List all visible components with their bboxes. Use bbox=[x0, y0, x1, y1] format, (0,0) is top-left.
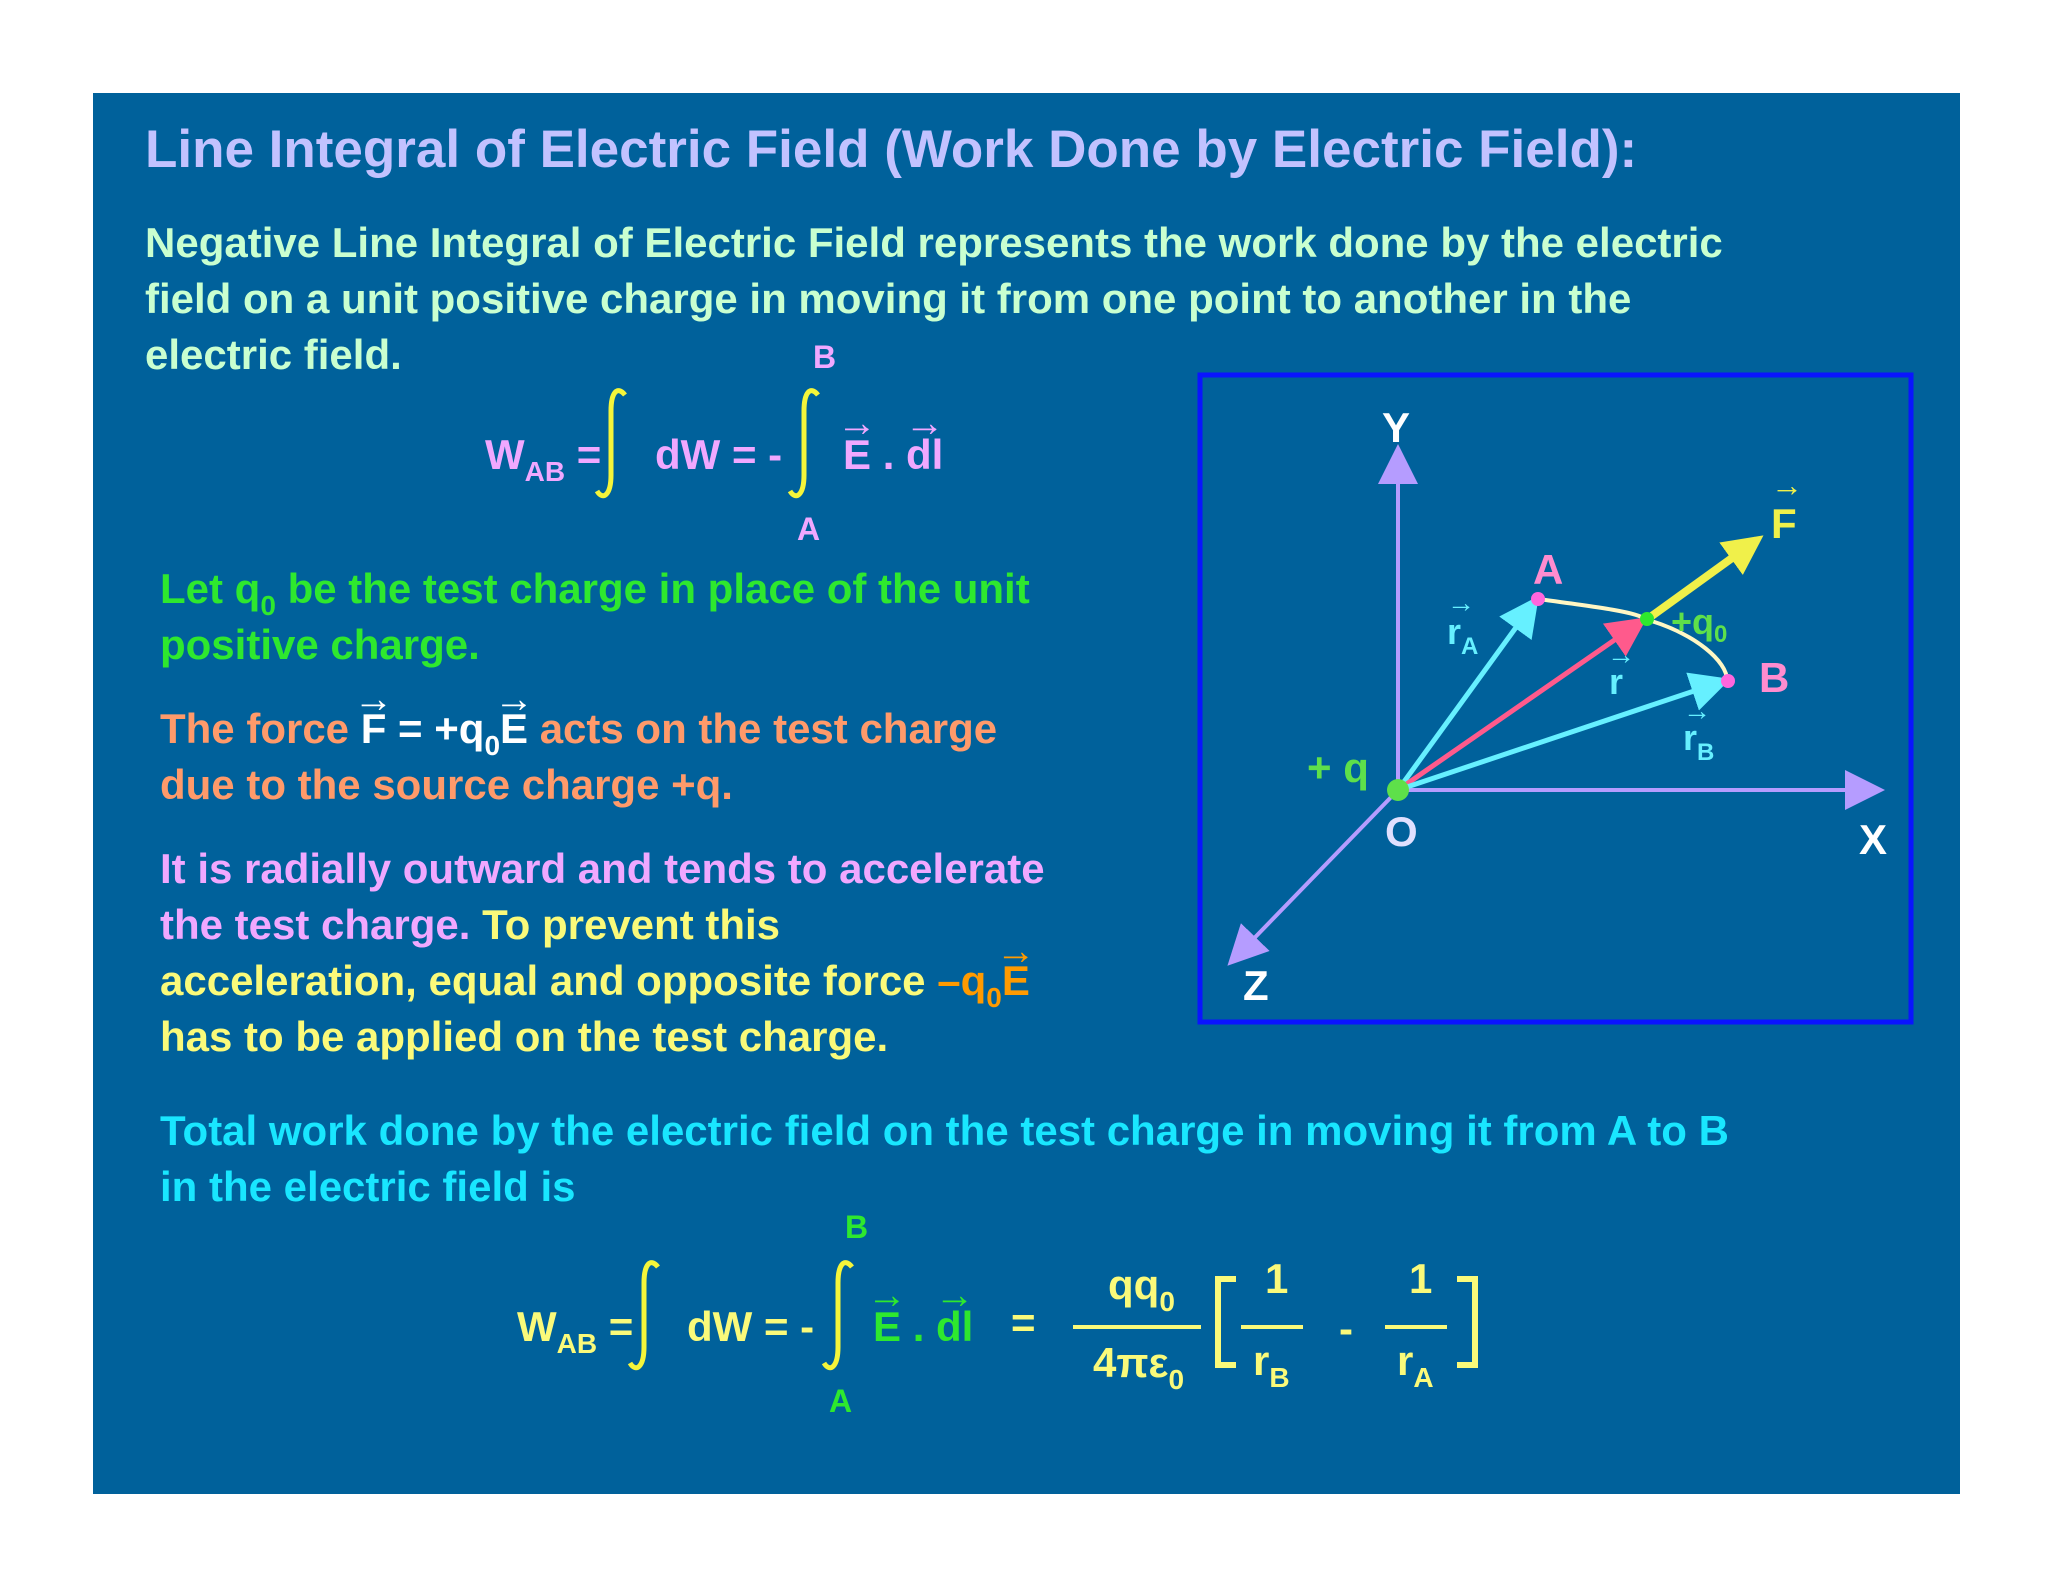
eq2-numerator: qq0 bbox=[1108, 1261, 1175, 1317]
slide-title: Line Integral of Electric Field (Work Do… bbox=[145, 120, 1638, 179]
eq1-upper-limit: B bbox=[813, 339, 837, 375]
label-origin: O bbox=[1385, 808, 1418, 855]
test-charge-dot bbox=[1640, 612, 1654, 626]
eq2-equals: = bbox=[608, 1303, 634, 1350]
source-charge-dot bbox=[1387, 779, 1409, 801]
eq2-integral-sign-1 bbox=[627, 1260, 660, 1371]
opposite-force-vector-e: E bbox=[1002, 953, 1030, 1009]
point-b bbox=[1721, 674, 1735, 688]
label-source-charge: + q bbox=[1307, 744, 1369, 791]
vector-rb bbox=[1397, 672, 1731, 793]
label-ra: rA bbox=[1447, 611, 1478, 660]
label-point-b: B bbox=[1759, 654, 1789, 701]
label-x: X bbox=[1859, 816, 1887, 863]
eq2-lower-limit: A bbox=[829, 1383, 853, 1419]
eq2-w-sub: AB bbox=[556, 1328, 598, 1359]
label-r: r bbox=[1609, 661, 1623, 702]
eq2-one-b: 1 bbox=[1409, 1255, 1433, 1302]
radial-line-3: acceleration, equal and opposite force –… bbox=[160, 953, 1030, 1014]
label-z: Z bbox=[1243, 962, 1269, 1009]
eq2-right-bracket bbox=[1457, 1276, 1478, 1368]
eq1-integral-sign-1 bbox=[594, 388, 627, 499]
eq2-w: W bbox=[517, 1303, 557, 1350]
eq1-w: W bbox=[485, 431, 525, 478]
eq2-ra: rA bbox=[1397, 1337, 1434, 1393]
intro-line-2: field on a unit positive charge in movin… bbox=[145, 275, 1632, 322]
eq2-equals-2: = bbox=[1011, 1299, 1036, 1346]
force-vector-f: F bbox=[361, 701, 387, 757]
eq1-vector-e: E bbox=[843, 431, 871, 479]
test-charge-line-2: positive charge. bbox=[160, 621, 480, 668]
slide: Line Integral of Electric Field (Work Do… bbox=[93, 93, 1960, 1494]
radial-line-1: It is radially outward and tends to acce… bbox=[160, 845, 1045, 892]
eq1-dw: dW = - bbox=[655, 431, 783, 478]
eq2-left-bracket bbox=[1215, 1276, 1236, 1368]
label-rb: rB bbox=[1683, 717, 1714, 766]
eq2-fraction-bar-3 bbox=[1385, 1325, 1447, 1329]
eq2-upper-limit: B bbox=[845, 1209, 869, 1245]
intro-line-1: Negative Line Integral of Electric Field… bbox=[145, 219, 1723, 266]
eq2-integral-sign-2 bbox=[821, 1260, 854, 1371]
force-line-1: The force F = +q0E acts on the test char… bbox=[160, 701, 997, 762]
label-test-charge: +q0 bbox=[1671, 601, 1727, 648]
total-work-line-1: Total work done by the electric field on… bbox=[160, 1107, 1729, 1154]
z-axis bbox=[1227, 788, 1400, 966]
eq1-integral-sign-2 bbox=[787, 388, 820, 499]
eq1-lower-limit: A bbox=[797, 511, 821, 547]
eq2-rb: rB bbox=[1253, 1337, 1290, 1393]
force-vector bbox=[1646, 535, 1764, 622]
eq1-w-sub: AB bbox=[524, 456, 566, 487]
eq2-minus: - bbox=[1339, 1305, 1353, 1352]
point-a bbox=[1531, 592, 1545, 606]
intro-line-3: electric field. bbox=[145, 331, 402, 378]
total-work-line-2: in the electric field is bbox=[160, 1163, 576, 1210]
label-ra-arrow: → bbox=[1447, 587, 1475, 618]
label-force-arrow: → bbox=[1771, 467, 1803, 503]
eq1-vector-dl: dl bbox=[906, 431, 943, 479]
diagram-border bbox=[1197, 372, 1914, 1025]
eq2-dw: dW = - bbox=[687, 1303, 815, 1350]
test-charge-line-1: Let q0 be the test charge in place of th… bbox=[160, 565, 1030, 621]
force-vector-e: E bbox=[500, 701, 528, 757]
label-y: Y bbox=[1382, 404, 1410, 451]
label-rb-arrow: → bbox=[1683, 695, 1711, 726]
radial-line-4: has to be applied on the test charge. bbox=[160, 1013, 889, 1060]
force-line-2: due to the source charge +q. bbox=[160, 761, 733, 808]
eq2-fraction-bar-1 bbox=[1073, 1325, 1201, 1329]
eq2-fraction-bar-2 bbox=[1241, 1325, 1303, 1329]
vector-r bbox=[1396, 617, 1648, 793]
eq1-dot: . bbox=[882, 431, 895, 478]
coordinate-diagram: Y X Z O + q F → A B +q0 rA → r → rB → bbox=[1197, 372, 1914, 1025]
eq2-vector-dl: dl bbox=[936, 1303, 973, 1351]
radial-line-2: the test charge. To prevent this bbox=[160, 901, 781, 948]
vector-ra bbox=[1395, 595, 1539, 792]
eq2-dot: . bbox=[912, 1303, 925, 1350]
eq2-denominator: 4πε0 bbox=[1093, 1339, 1185, 1395]
eq1-equals: = bbox=[576, 431, 602, 478]
label-point-a: A bbox=[1533, 546, 1563, 593]
label-r-arrow: → bbox=[1607, 639, 1635, 670]
eq2-vector-e: E bbox=[873, 1303, 901, 1351]
eq2-one-a: 1 bbox=[1265, 1255, 1289, 1302]
label-force: F bbox=[1771, 500, 1797, 547]
